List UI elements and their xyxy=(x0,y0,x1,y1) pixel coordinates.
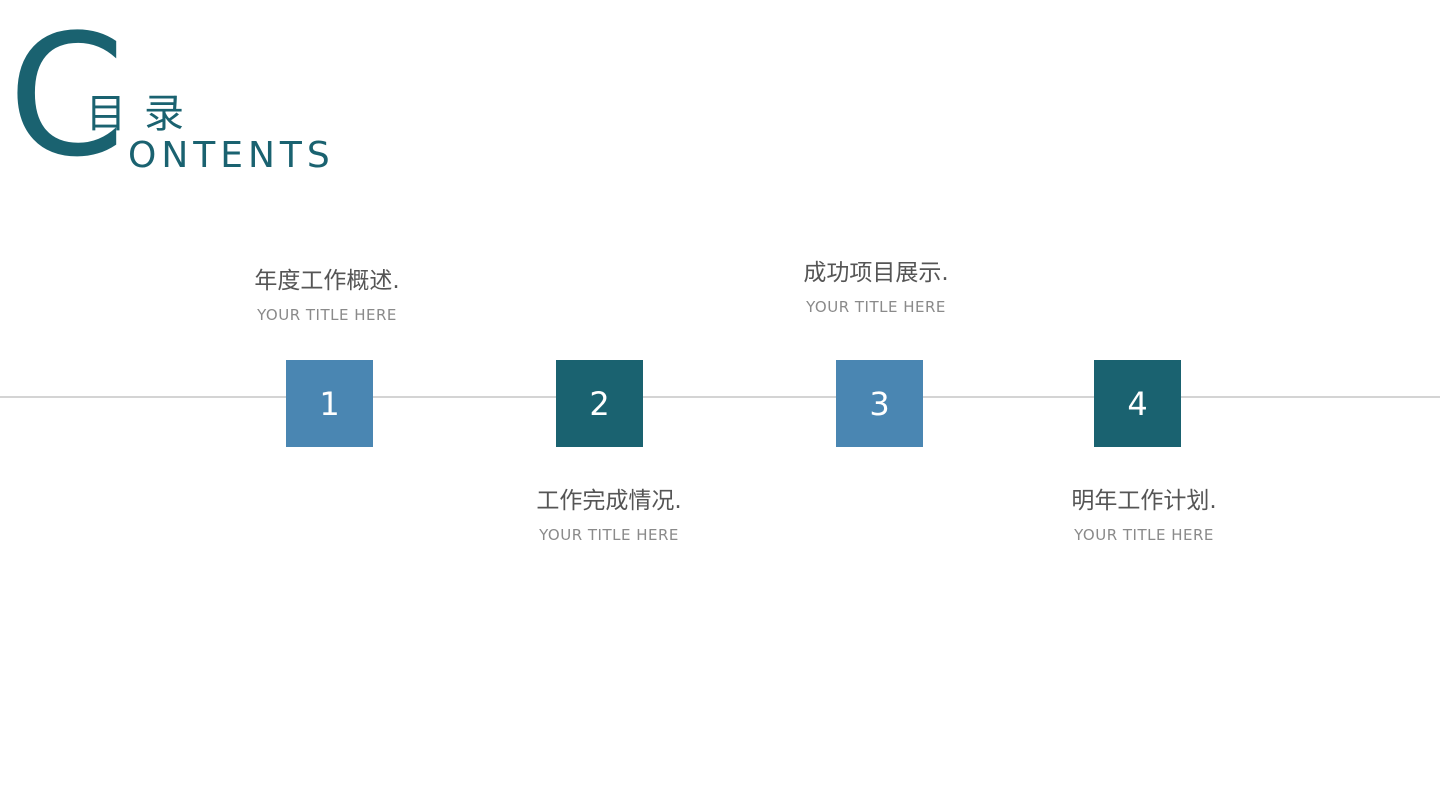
agenda-item-4-number-box[interactable]: 4 xyxy=(1094,360,1181,447)
agenda-item-2-label: 工作完成情况. YOUR TITLE HERE xyxy=(489,488,729,544)
agenda-item-2-number-box[interactable]: 2 xyxy=(556,360,643,447)
agenda-item-4-title: 明年工作计划. xyxy=(1071,488,1217,514)
timeline-line xyxy=(0,396,1440,398)
contents-big-c-letter: C xyxy=(8,0,126,194)
agenda-item-3-subtitle: YOUR TITLE HERE xyxy=(806,297,946,316)
page-title-english: ONTENTS xyxy=(128,135,335,176)
agenda-item-4-label: 明年工作计划. YOUR TITLE HERE xyxy=(1024,488,1264,544)
agenda-item-3-number: 3 xyxy=(869,384,890,423)
agenda-item-3-title: 成功项目展示. xyxy=(803,260,949,286)
agenda-item-2-title: 工作完成情况. xyxy=(536,488,682,514)
agenda-item-1-subtitle: YOUR TITLE HERE xyxy=(257,305,397,324)
agenda-item-1-title: 年度工作概述. xyxy=(254,268,400,294)
agenda-item-1-number-box[interactable]: 1 xyxy=(286,360,373,447)
agenda-item-2-number: 2 xyxy=(589,384,610,423)
agenda-item-1-number: 1 xyxy=(319,384,340,423)
page-title-chinese: 目录 xyxy=(86,91,202,137)
agenda-item-3-number-box[interactable]: 3 xyxy=(836,360,923,447)
agenda-item-4-subtitle: YOUR TITLE HERE xyxy=(1074,525,1214,544)
agenda-item-4-number: 4 xyxy=(1127,384,1148,423)
agenda-item-3-label: 成功项目展示. YOUR TITLE HERE xyxy=(756,260,996,316)
agenda-item-1-label: 年度工作概述. YOUR TITLE HERE xyxy=(207,268,447,324)
agenda-item-2-subtitle: YOUR TITLE HERE xyxy=(539,525,679,544)
